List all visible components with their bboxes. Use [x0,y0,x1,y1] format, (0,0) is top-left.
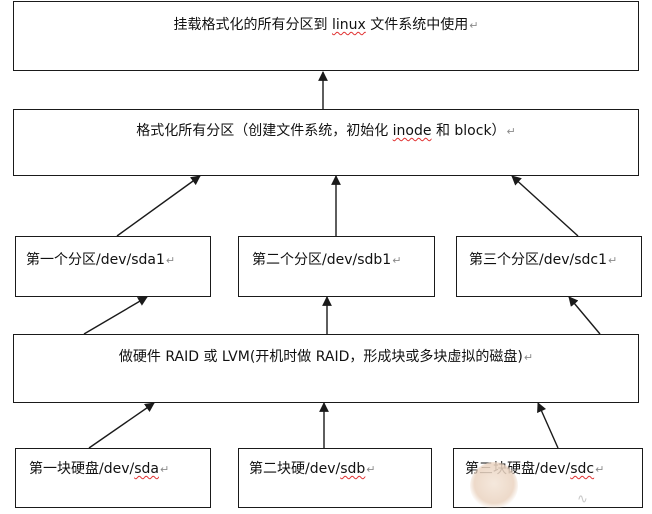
mount-text-b: linux [331,17,366,33]
arrow-raid-to-part1 [83,296,148,335]
paragraph-mark: ↵ [506,125,516,138]
paragraph-mark: ↵ [523,351,534,364]
disk-sdc-box: 第三块硬盘/dev/sdc↵ [453,448,643,508]
raid-lvm-label: 做硬件 RAID 或 LVM(开机时做 RAID，形成块或多块虚拟的磁盘) [118,349,523,365]
format-text-a: 格式化所有分区（创建文件系统，初始化 [136,123,393,139]
paragraph-mark: ↵ [366,463,376,476]
partition-sda1-label: 第一个分区/dev/sda1 [26,252,165,268]
paragraph-mark: ↵ [165,254,176,267]
arrow-part3-to-format [511,175,579,237]
partition-sdb1-box: 第二个分区/dev/sdb1↵ [238,236,435,297]
pet-logo-icon [470,462,518,510]
paragraph-mark: ↵ [159,463,170,476]
format-text-b: inode [392,123,432,139]
disk-sdb-text-a: 第二块硬/dev/ [249,461,341,477]
arrow-disk3-to-raid [537,402,559,449]
arrow-disk1-to-raid [88,402,155,449]
paragraph-mark: ↵ [595,463,605,476]
raid-lvm-box: 做硬件 RAID 或 LVM(开机时做 RAID，形成块或多块虚拟的磁盘)↵ [13,334,639,403]
paragraph-mark: ↵ [469,19,479,32]
partition-sdc1-box: 第三个分区/dev/sdc1↵ [456,236,642,297]
format-box: 格式化所有分区（创建文件系统，初始化 inode 和 block）↵ [13,109,639,176]
format-text-c: 和 block） [431,123,506,139]
disk-sdc-text-b: sdc [570,461,595,477]
mount-text-c: 文件系统中使用 [365,17,469,33]
partition-sda1-box: 第一个分区/dev/sda1↵ [15,236,211,297]
disk-sdb-text-b: sdb [340,461,366,477]
partition-sdb1-label: 第二个分区/dev/sdb1 [252,252,392,268]
disk-sda-box: 第一块硬盘/dev/sda↵ [15,448,211,508]
disk-sda-text-b: sda [134,461,159,477]
partition-sdc1-label: 第三个分区/dev/sdc1 [469,252,608,268]
arrow-raid-to-part3 [568,296,601,335]
disk-sda-text-a: 第一块硬盘/dev/ [29,461,135,477]
watermark-swirl-icon: ∿ [577,492,588,507]
paragraph-mark: ↵ [608,254,618,267]
paragraph-mark: ↵ [392,254,402,267]
disk-sdb-box: 第二块硬/dev/sdb↵ [238,448,432,508]
mount-box: 挂载格式化的所有分区到 linux 文件系统中使用↵ [13,1,639,71]
mount-text-a: 挂载格式化的所有分区到 [173,17,332,33]
arrow-part1-to-format [116,175,201,237]
